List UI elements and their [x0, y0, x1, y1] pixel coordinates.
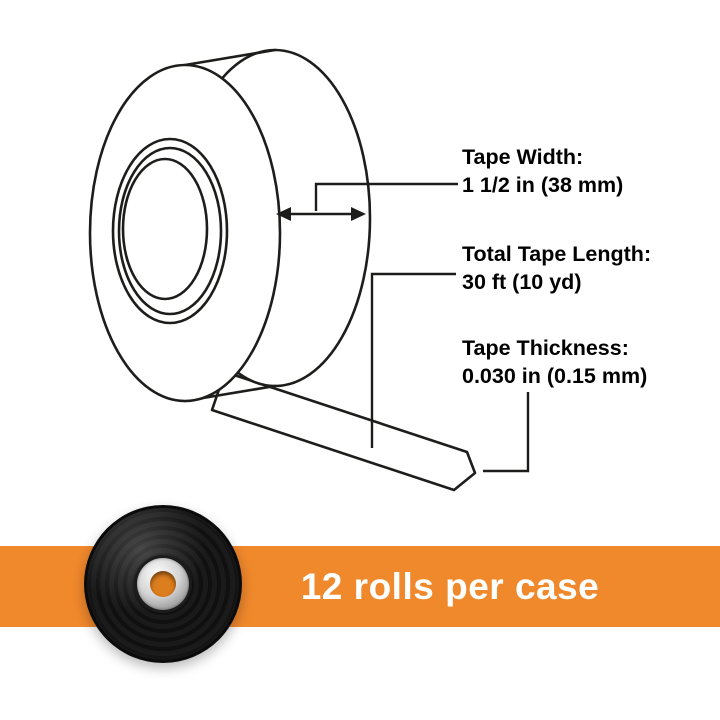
tape-roll-line-drawing: [88, 48, 530, 492]
roll-front-face: [88, 63, 282, 403]
case-quantity-text-wrap: 12 rolls per case: [235, 546, 665, 627]
width-arrow-head-right: [351, 207, 366, 221]
thickness-leader-line: [483, 392, 530, 473]
core-inner-ring: [117, 146, 223, 316]
spec-tape-thickness-value: 0.030 in (0.15 mm): [462, 364, 648, 388]
spec-tape-length-value: 30 ft (10 yd): [462, 270, 582, 294]
leader-lines: [276, 182, 530, 473]
spec-tape-thickness: Tape Thickness: 0.030 in (0.15 mm): [462, 334, 647, 390]
core-hole-outline: [121, 157, 209, 301]
spec-tape-width-label: Tape Width:: [462, 145, 584, 169]
spec-tape-length-label: Total Tape Length:: [462, 242, 652, 266]
spec-tape-width-value: 1 1/2 in (38 mm): [462, 173, 624, 197]
length-leader-line: [370, 272, 456, 448]
black-tape-roll-photo: [84, 505, 242, 663]
width-leader-line: [314, 182, 458, 211]
roll-top-edge: [183, 48, 277, 67]
case-quantity-text: 12 rolls per case: [300, 565, 600, 607]
tape-core-hole: [150, 571, 176, 597]
core-outer-ring: [111, 137, 229, 325]
spec-tape-length: Total Tape Length: 30 ft (10 yd): [462, 240, 651, 296]
tape-core: [137, 558, 189, 610]
spec-tape-width: Tape Width: 1 1/2 in (38 mm): [462, 143, 623, 199]
spec-tape-thickness-label: Tape Thickness:: [462, 336, 629, 360]
unrolled-tape-strip: [210, 370, 477, 492]
width-arrow-head-left: [276, 207, 291, 221]
